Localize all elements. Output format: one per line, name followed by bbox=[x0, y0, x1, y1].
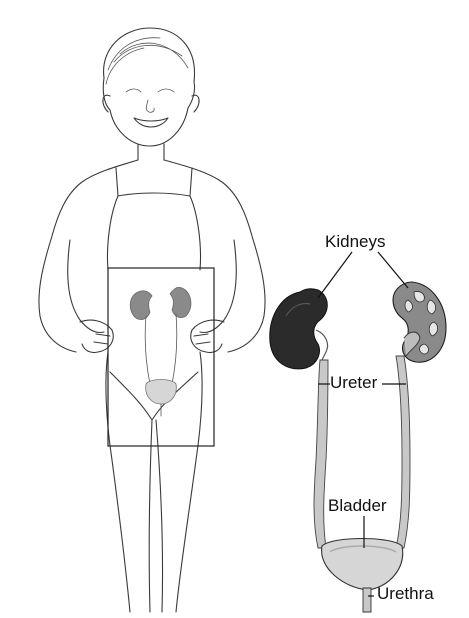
child-mouth bbox=[134, 118, 168, 127]
ureter-left bbox=[314, 360, 328, 548]
child-nose bbox=[146, 100, 154, 112]
child-arm-right-inner bbox=[200, 240, 236, 333]
kidney-left-exterior bbox=[270, 289, 327, 369]
child-body-outline bbox=[39, 160, 265, 352]
child-arm-left-inner bbox=[68, 240, 104, 333]
child-kidney-right bbox=[170, 287, 191, 317]
urethra bbox=[363, 588, 371, 612]
child-eye-left bbox=[126, 89, 141, 92]
child-urinary-organs bbox=[130, 287, 191, 416]
enlarged-urinary-system bbox=[270, 282, 446, 612]
child-kidney-left bbox=[130, 291, 152, 320]
child-hair-strands bbox=[106, 38, 188, 84]
child-bladder bbox=[146, 380, 177, 405]
zoom-box bbox=[108, 268, 214, 446]
label-kidneys: Kidneys bbox=[325, 232, 385, 251]
child-figure bbox=[39, 28, 265, 612]
label-bladder: Bladder bbox=[328, 496, 387, 515]
label-urethra: Urethra bbox=[377, 584, 434, 603]
leader-kidneys-right bbox=[378, 252, 408, 288]
child-eye-right bbox=[158, 89, 174, 92]
ureter-right bbox=[396, 356, 410, 548]
label-ureter: Ureter bbox=[330, 373, 378, 392]
child-ureters bbox=[145, 314, 177, 384]
child-shirt bbox=[107, 168, 200, 270]
leader-kidneys-left bbox=[318, 252, 352, 298]
